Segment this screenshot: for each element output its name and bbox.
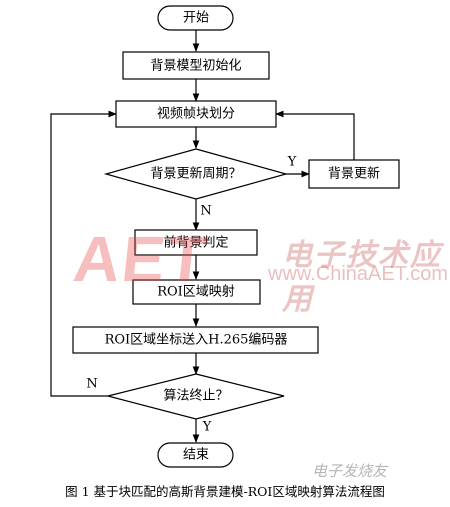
start-terminal — [157, 5, 234, 31]
period-no-label: N — [200, 204, 211, 219]
init-box — [122, 51, 270, 80]
partition-label: 视频帧块划分 — [157, 107, 235, 122]
figure-caption: 图 1 基于块匹配的高斯背景建模-ROI区域映射算法流程图 — [65, 484, 385, 499]
init-label: 背景模型初始化 — [150, 59, 241, 74]
encode-label: ROI区域坐标送入H.265编码器 — [105, 333, 288, 348]
update-label: 背景更新 — [328, 166, 380, 182]
partition-box — [115, 100, 277, 128]
start-label: 开始 — [183, 11, 209, 26]
foreground-label: 前背景判定 — [163, 235, 228, 251]
end-terminal — [157, 442, 234, 468]
foreground-box — [134, 229, 258, 256]
period-yes-label: Y — [287, 155, 297, 170]
terminate-label: 算法终止？ — [163, 388, 228, 404]
period-label: 背景更新周期？ — [150, 166, 241, 182]
roimap-box — [132, 279, 261, 305]
edge-update-partition — [275, 110, 355, 160]
connectors — [50, 30, 355, 443]
update-box — [308, 159, 400, 189]
terminate-decision — [107, 373, 285, 420]
encode-box — [72, 326, 319, 354]
terminate-no-label: N — [86, 377, 97, 392]
roimap-label: ROI区域映射 — [157, 284, 235, 300]
period-decision — [103, 148, 289, 200]
terminate-yes-label: Y — [202, 420, 212, 435]
edge-terminate-partition — [50, 110, 117, 397]
end-label: 结束 — [183, 448, 209, 463]
